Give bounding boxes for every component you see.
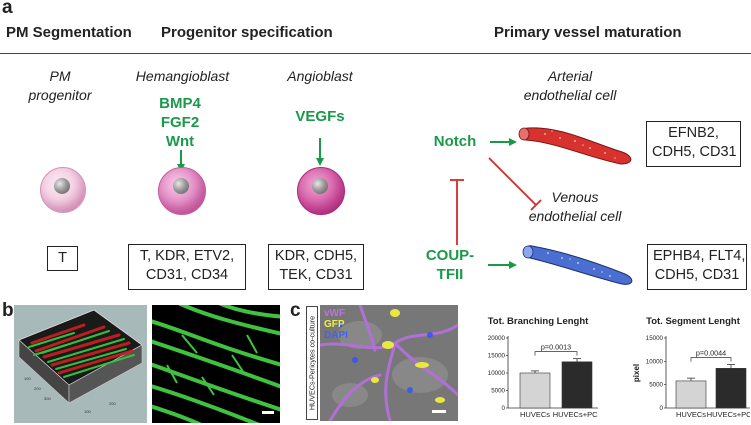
panel-b-letter: b (2, 300, 14, 321)
pm-progenitor-cell-icon (40, 167, 86, 213)
stain-legend: vWF GFP DAPI (324, 308, 348, 341)
x-tick-label: HUVECs (676, 410, 706, 419)
signal-coup-tfii: COUP- TFII (425, 247, 475, 283)
marker-box-venous: EPHB4, FLT4, CDH5, CD31 (647, 244, 747, 290)
y-tick-label: 15000 (488, 353, 506, 360)
venous-vessel-icon (522, 245, 633, 285)
p-value-label: p=0.0044 (696, 349, 726, 358)
svg-text:100: 100 (24, 376, 31, 381)
label-pm-progenitor: PM progenitor (28, 68, 92, 103)
svg-text:200: 200 (109, 401, 116, 406)
side-label-box: HUVECs-Pericytes co-culture (306, 306, 318, 420)
signal-vegfs: VEGFs (295, 108, 345, 125)
y-tick-label: 5000 (649, 382, 663, 389)
signal-notch: Notch (433, 133, 477, 150)
microscopy-coculture-image: vWF GFP DAPI (320, 305, 458, 421)
significance-bracket (534, 351, 578, 356)
svg-text:200: 200 (34, 386, 41, 391)
label-arterial-endothelial-cell: Arterial endothelial cell (523, 68, 617, 103)
chart-segment-length: Tot. Segment Lenght 15000 10000 5000 0 pixel… (632, 316, 750, 421)
stain-label-dapi: DAPI (324, 330, 348, 341)
arrows-layer (177, 127, 633, 285)
header-progenitor-specification: Progenitor specification (161, 24, 333, 41)
stain-label-gfp: GFP (324, 319, 345, 330)
bar-huvecs-pcs (561, 361, 593, 409)
inhibition-coup-to-notch (450, 179, 464, 245)
bar-huvecs-pcs (715, 368, 747, 409)
arterial-vessel-icon (518, 127, 632, 165)
microscopy-green-vessels-image (152, 305, 280, 423)
x-tick-label: HUVECs+PCs (707, 410, 750, 419)
y-tick-label: 15000 (646, 335, 664, 342)
y-axis-label: pixel (632, 364, 641, 382)
y-tick-label: 0 (660, 405, 664, 412)
panel-a-letter: a (2, 0, 13, 18)
chart1-title: Tot. Branching Lenght (487, 316, 589, 327)
inhibition-notch-to-venous (488, 157, 542, 211)
y-tick-label: 10000 (488, 370, 506, 377)
chart-branching-length: Tot. Branching Lenght 20000 15000 10000 500… (478, 316, 598, 421)
y-tick-label: 10000 (646, 358, 664, 365)
stain-label-vwf: vWF (324, 308, 346, 319)
marker-box-hemangioblast: T, KDR, ETV2, CD31, CD34 (128, 244, 246, 290)
angioblast-cell-icon (297, 167, 345, 215)
bar-huvecs (675, 380, 707, 409)
panel-c-letter: c (290, 300, 301, 321)
header-primary-vessel-maturation: Primary vessel maturation (494, 24, 682, 41)
x-tick-label: HUVECs+PCs (553, 410, 598, 419)
x-tick-label: HUVECs (520, 410, 550, 419)
bar-huvecs (519, 372, 551, 409)
marker-box-angioblast: KDR, CDH5, TEK, CD31 (268, 244, 364, 290)
y-tick-label: 5000 (491, 388, 505, 395)
label-hemangioblast: Hemangioblast (135, 68, 230, 84)
svg-text:300: 300 (44, 396, 51, 401)
header-divider (0, 53, 751, 54)
marker-box-pm: T (47, 246, 78, 271)
hemangioblast-cell-icon (158, 167, 206, 215)
label-angioblast: Angioblast (287, 68, 353, 84)
label-venous-endothelial-cell: Venous endothelial cell (528, 189, 622, 224)
header-pm-segmentation: PM Segmentation (6, 24, 132, 41)
y-tick-label: 0 (502, 405, 506, 412)
p-value-label: p=0.0013 (541, 343, 571, 352)
marker-box-arterial: EFNB2, CDH5, CD31 (646, 121, 741, 167)
signals-hemangioblast: BMP4 FGF2 Wnt (159, 95, 201, 150)
chart2-title: Tot. Segment Lenght (646, 316, 740, 327)
significance-bracket (690, 357, 732, 362)
y-tick-label: 20000 (488, 335, 506, 342)
svg-text:100: 100 (84, 409, 91, 414)
side-label-huvecs-pericytes: HUVECs-Pericytes co-culture (307, 315, 317, 411)
